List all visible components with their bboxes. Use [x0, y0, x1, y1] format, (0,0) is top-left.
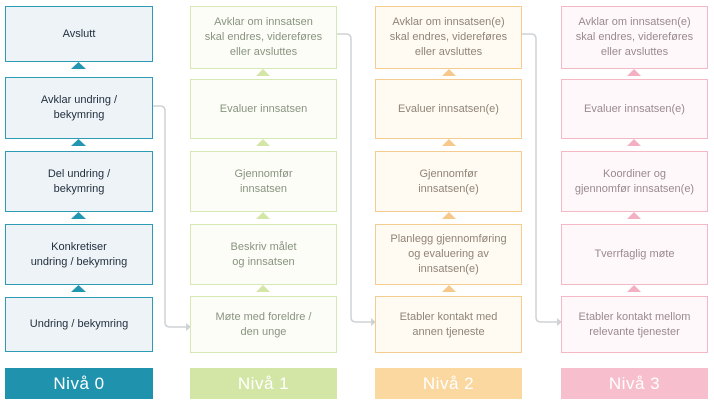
step-arrow [71, 139, 86, 146]
box-avslutt: Avslutt [5, 6, 153, 62]
box-label: Avklar om innsatsen(e) skal endres, vide… [389, 16, 508, 58]
level-label-text: Nivå 2 [422, 373, 475, 393]
step-arrow [627, 69, 641, 76]
box-planlegg: Planlegg gjennomføring og evaluering av … [375, 224, 522, 285]
box-gjennomfor: Gjennomfør innsatsen(e) [375, 151, 522, 212]
step-arrow [71, 212, 86, 219]
box-evaluer: Evaluer innsatsen [190, 79, 337, 139]
box-evaluer: Evaluer innsatsen(e) [375, 79, 522, 139]
box-undring: Undring / bekymring [5, 297, 153, 352]
box-label: Avslutt [62, 27, 96, 40]
level-label-text: Nivå 0 [53, 373, 105, 393]
connector-0-to-1 [153, 105, 186, 328]
box-konkretiser: Konkretiser undring / bekymring [5, 224, 153, 285]
box-label: Evaluer innsatsen [219, 102, 308, 115]
box-etabler-kontakt: Etabler kontakt med annen tjeneste [375, 296, 522, 353]
box-label: Gjennomfør innsatsen [234, 167, 293, 195]
box-label: Gjennomfør innsatsen(e) [418, 167, 479, 195]
box-tverrfaglig: Tverrfaglig møte [561, 224, 708, 285]
level-label-1: Nivå 1 [190, 368, 337, 399]
box-beskriv: Beskriv målet og innsatsen [190, 224, 337, 285]
box-label: Møte med foreldre / den unge [215, 310, 312, 338]
box-label: Evaluer innsatsen(e) [398, 102, 499, 115]
step-arrow [442, 212, 456, 219]
level-connectors [153, 33, 557, 328]
box-del-undring: Del undring / bekymring [5, 151, 153, 212]
connector-arrowhead [557, 318, 562, 326]
step-arrow [256, 285, 270, 292]
step-arrow [256, 212, 270, 219]
box-label: Beskriv målet og innsatsen [230, 240, 297, 268]
step-arrow [627, 212, 641, 219]
connector-heads [186, 318, 562, 331]
step-arrow [627, 139, 641, 146]
box-avklar-innsatsene: Avklar om innsatsen(e) skal endres, vide… [561, 6, 708, 69]
connector-arrowhead [371, 318, 376, 326]
connector-1-to-2 [337, 33, 371, 323]
box-label: Undring / bekymring [29, 318, 129, 330]
box-gjennomfor: Gjennomfør innsatsen [190, 151, 337, 212]
step-arrow [442, 285, 456, 292]
step-arrow [442, 69, 456, 76]
box-label: Avklar om innsatsen skal endres, videref… [204, 16, 323, 58]
box-etabler-kontakt-mellom: Etabler kontakt mellom relevante tjenest… [561, 296, 708, 353]
connector-2-to-3 [522, 33, 557, 323]
box-avklar-undring: Avklar undring / bekymring [5, 77, 153, 139]
step-arrow [256, 69, 270, 76]
connector-arrowhead [186, 323, 191, 331]
step-arrow [71, 285, 86, 292]
box-label: Evaluer innsatsen(e) [584, 102, 685, 115]
level-label-text: Nivå 1 [237, 373, 290, 393]
step-arrow [256, 139, 270, 146]
box-evaluer: Evaluer innsatsen(e) [561, 79, 708, 139]
step-arrows [71, 62, 641, 292]
step-arrow [627, 285, 641, 292]
level-label-2: Nivå 2 [375, 368, 522, 399]
box-label: Koordiner og gjennomfør innsatsen(e) [574, 167, 695, 195]
step-arrow [71, 62, 86, 69]
box-label: Del undring / bekymring [47, 167, 111, 195]
box-avklar-innsatsen: Avklar om innsatsen skal endres, videref… [190, 6, 337, 69]
box-koordiner: Koordiner og gjennomfør innsatsen(e) [561, 151, 708, 212]
box-label: Etabler kontakt mellom relevante tjenest… [578, 310, 691, 338]
level-label-0: Nivå 0 [5, 368, 153, 399]
level-label-text: Nivå 3 [608, 373, 661, 393]
box-label: Avklar om innsatsen(e) skal endres, vide… [575, 16, 694, 58]
step-arrow [442, 139, 456, 146]
box-avklar-innsatsene: Avklar om innsatsen(e) skal endres, vide… [375, 6, 522, 69]
box-label: Konkretiser undring / bekymring [30, 240, 128, 268]
box-mote-foreldre: Møte med foreldre / den unge [190, 296, 337, 353]
box-label: Tverrfaglig møte [594, 248, 675, 260]
box-label: Etabler kontakt med annen tjeneste [399, 310, 498, 338]
box-label: Planlegg gjennomføring og evaluering av … [390, 233, 507, 275]
level-label-3: Nivå 3 [561, 368, 708, 399]
box-label: Avklar undring / bekymring [40, 94, 118, 121]
